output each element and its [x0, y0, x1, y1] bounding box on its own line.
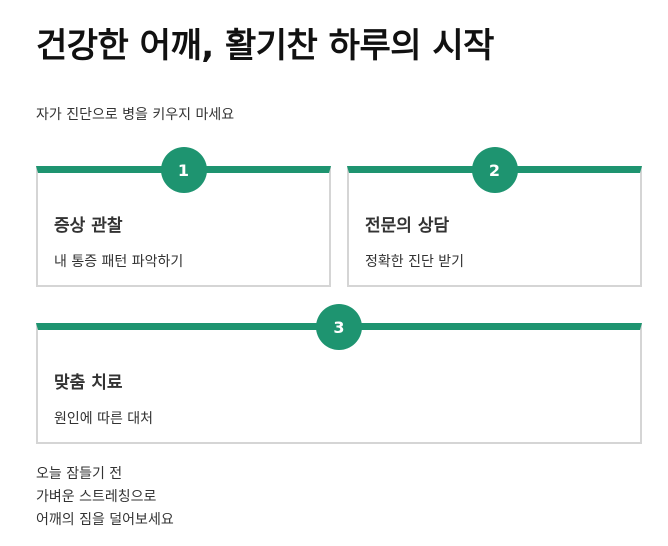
step-description: 원인에 따른 대처	[54, 411, 154, 427]
closing-line: 오늘 잠들기 전	[36, 466, 123, 482]
step-card-3: 3 맞춤 치료 원인에 따른 대처	[36, 304, 642, 444]
page-subtitle: 자가 진단으로 병을 키우지 마세요	[36, 107, 235, 123]
page-title: 건강한 어깨, 활기찬 하루의 시작	[36, 26, 494, 66]
step-title: 증상 관찰	[54, 216, 123, 236]
closing-line: 어깨의 짐을 덜어보세요	[36, 512, 174, 528]
step-title: 맞춤 치료	[54, 373, 123, 393]
step-card-2: 2 전문의 상담 정확한 진단 받기	[347, 147, 642, 287]
step-title: 전문의 상담	[365, 216, 450, 236]
closing-line: 가벼운 스트레칭으로	[36, 489, 157, 505]
closing-message: 오늘 잠들기 전 가벼운 스트레칭으로 어깨의 짐을 덜어보세요	[36, 463, 174, 532]
step-description: 정확한 진단 받기	[365, 254, 465, 270]
step-description: 내 통증 패턴 파악하기	[54, 254, 184, 270]
step-number-badge: 3	[316, 304, 362, 350]
step-card-1: 1 증상 관찰 내 통증 패턴 파악하기	[36, 147, 331, 287]
step-number-badge: 1	[160, 147, 207, 193]
step-number-badge: 2	[471, 147, 518, 193]
